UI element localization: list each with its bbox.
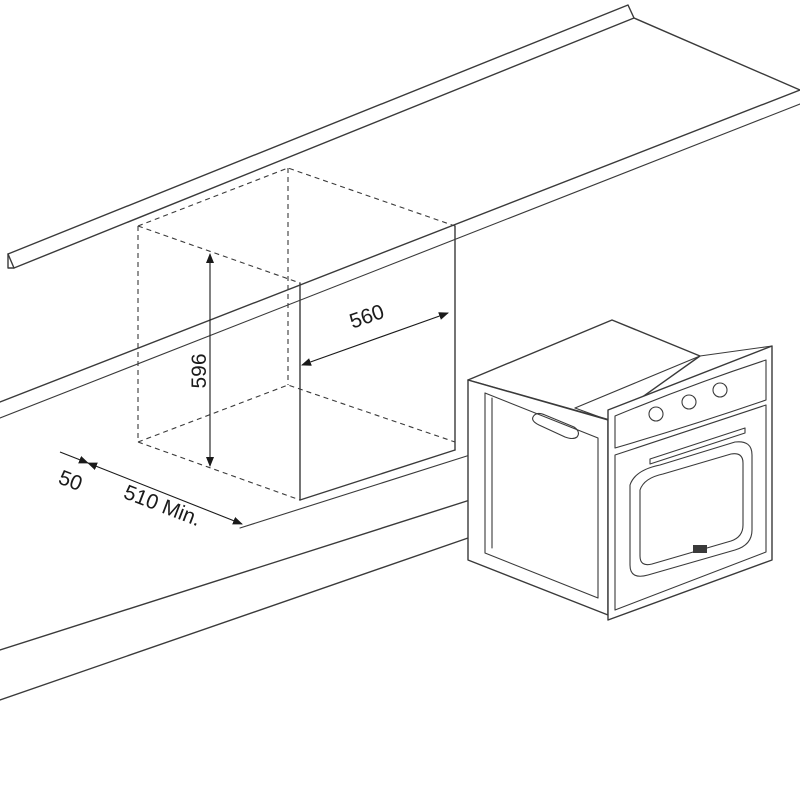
worktop-end-cap (7, 253, 15, 269)
width-label: 560 (347, 300, 388, 333)
oven-niche (137, 167, 456, 501)
knob-1 (648, 406, 664, 422)
gap-dimension-line (59, 451, 89, 464)
worktop-lower-edge (0, 89, 800, 403)
depth-label: 510 Min. (121, 481, 204, 531)
dimensions: 596 560 510 Min. 50 (55, 253, 449, 531)
oven-top-trim (574, 345, 773, 409)
control-panel (614, 359, 767, 449)
worktop-lower-edge-2 (0, 103, 800, 419)
oven-door (614, 404, 767, 611)
width-dimension-line (301, 312, 449, 366)
oven-window-inner (639, 453, 744, 566)
cabinet-base-edge (239, 454, 471, 529)
floor-line-lower (0, 519, 521, 701)
cabinet-bottom-front (299, 449, 456, 501)
gap-label: 50 (55, 466, 85, 496)
oven (467, 319, 773, 621)
depth-dimension-line (87, 462, 243, 525)
height-label: 596 (188, 353, 211, 388)
door-handle (649, 427, 746, 465)
oven-top-trim-side (574, 407, 609, 421)
oven-side-panel (467, 379, 609, 616)
brand-logo-icon (693, 545, 707, 553)
worktop (0, 4, 800, 419)
worktop-front-edge (7, 4, 635, 269)
niche-top-left (137, 225, 301, 284)
worktop-side-edge (633, 17, 800, 91)
knob-3 (712, 382, 728, 398)
floor-line-upper (0, 499, 471, 651)
oven-side-inner (484, 392, 599, 599)
oven-window (629, 441, 753, 577)
knob-2 (681, 394, 697, 410)
niche-bottom-left (137, 441, 301, 501)
niche-bottom-back (137, 384, 456, 443)
cabinet-structure (0, 225, 521, 701)
niche-top-back (137, 167, 456, 227)
oven-side-slot (532, 412, 579, 440)
